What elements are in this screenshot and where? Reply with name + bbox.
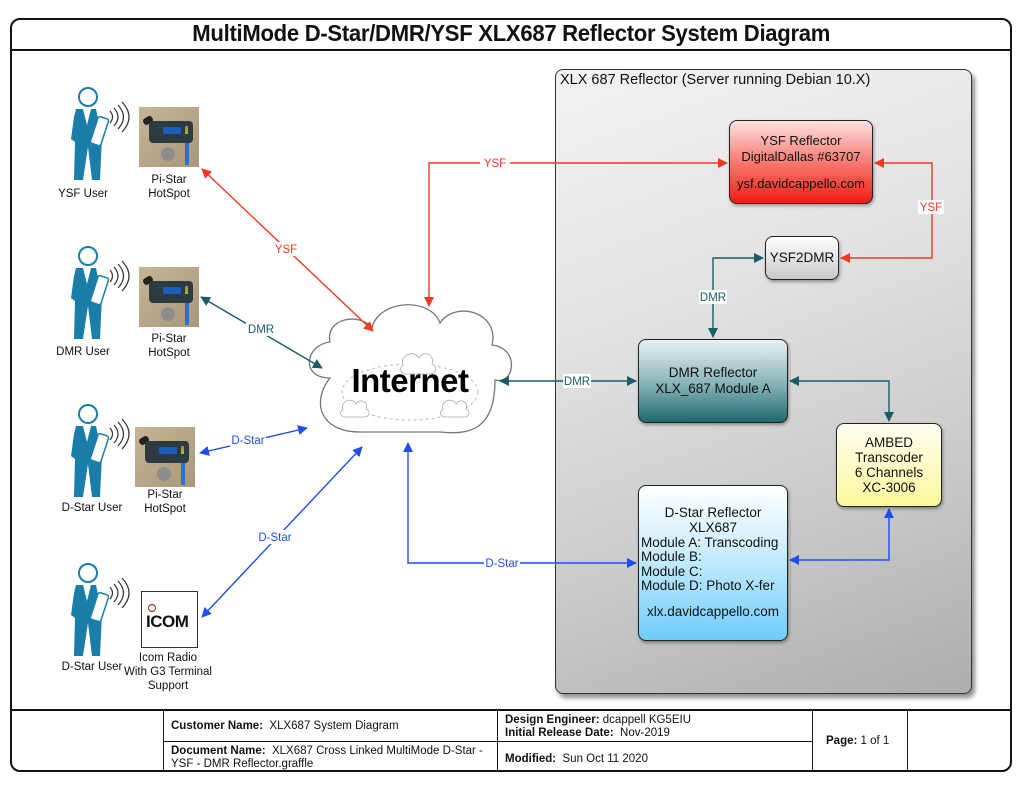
dmr-reflector-node[interactable]: DMR Reflector XLX_687 Module A	[638, 339, 788, 423]
dstar-reflector-node[interactable]: D-Star Reflector XLX687 Module A: Transc…	[638, 485, 788, 641]
ysf-reflector-title: YSF Reflector	[760, 132, 842, 148]
user-label: D-Star User	[61, 502, 123, 514]
ambed-transcoder-node[interactable]: AMBED Transcoder 6 Channels XC-3006	[836, 423, 942, 507]
user-label: DMR User	[56, 346, 110, 358]
modified-field: Modified: Sun Oct 11 2020	[505, 753, 648, 765]
design-engineer-field: Design Engineer: dcappell KG5EIU	[505, 714, 691, 726]
title-block: Customer Name: XLX687 System Diagram Doc…	[10, 709, 1012, 772]
link-label-ysf-ysf2dmr: YSF	[920, 202, 942, 214]
dstar-reflector-id: XLX687	[688, 520, 738, 536]
ambed-line: 6 Channels	[854, 465, 924, 480]
hotspot-icon	[139, 267, 199, 327]
dstar-reflector-url: xlx.davidcappello.com	[646, 603, 780, 619]
dmr-reflector-title: DMR Reflector	[668, 365, 758, 380]
link-label-bg	[918, 200, 944, 214]
link-internet-dstar-reflector	[403, 442, 637, 568]
person-with-radio-icon	[71, 404, 130, 497]
ambed-line: Transcoder	[855, 450, 923, 465]
link-label-bg	[699, 290, 727, 304]
ysf-reflector-id: DigitalDallas #63707	[741, 148, 861, 164]
user-label: D-Star User	[61, 661, 123, 673]
title-bar: MultiMode D-Star/DMR/YSF XLX687 Reflecto…	[10, 18, 1012, 51]
dstar-reflector-title: D-Star Reflector	[664, 505, 762, 521]
link-label-bg	[230, 433, 266, 447]
page-title: MultiMode D-Star/DMR/YSF XLX687 Reflecto…	[192, 20, 830, 46]
link-label-bg	[257, 530, 293, 544]
link-label-ysf-hotspot: YSF	[275, 244, 297, 256]
link-label-icom: D-Star	[258, 532, 291, 544]
icom-logo-icon: ICOM	[141, 591, 198, 648]
person-with-radio-icon	[71, 87, 130, 180]
dstar-module-d: Module D: Photo X-fer	[641, 578, 775, 594]
document-name-field: Document Name: XLX687 Cross Linked Multi…	[171, 745, 483, 770]
ysf2dmr-label: YSF2DMR	[769, 250, 835, 265]
link-label-dstar-hotspot: D-Star	[231, 435, 264, 447]
ysf2dmr-node[interactable]: YSF2DMR	[765, 236, 839, 280]
drawing-frame	[10, 18, 1012, 772]
dstar-module-b: Module B:	[641, 549, 702, 565]
hotspot-icon	[135, 427, 195, 487]
person-with-radio-icon	[71, 246, 130, 339]
initial-release-field: Initial Release Date: Nov-2019	[505, 727, 670, 739]
internet-label: Internet	[351, 362, 469, 399]
link-dmr-reflector-ambed	[789, 376, 894, 422]
user-label: YSF User	[58, 188, 108, 200]
link-dstar-reflector-ambed	[789, 508, 894, 565]
link-internet-ysf-reflector	[424, 158, 728, 307]
link-label-internet-ysf: YSF	[484, 158, 506, 170]
link-label-internet-dstar: D-Star	[485, 558, 518, 570]
link-label-dmr-hotspot: DMR	[248, 324, 274, 336]
hotspot-icon	[139, 107, 199, 167]
link-label-bg	[484, 556, 520, 570]
link-label-bg	[563, 374, 591, 388]
ambed-line: AMBED	[864, 435, 913, 450]
link-label-internet-dmr: DMR	[564, 376, 590, 388]
ambed-line: XC-3006	[862, 480, 916, 495]
server-label: XLX 687 Reflector (Server running Debian…	[560, 72, 871, 88]
link-label-ysf2dmr-dmr: DMR	[700, 292, 726, 304]
ysf-reflector-node[interactable]: YSF Reflector DigitalDallas #63707 ysf.d…	[729, 120, 873, 204]
link-label-bg	[246, 322, 276, 336]
ysf-reflector-url: ysf.davidcappello.com	[737, 175, 865, 191]
person-with-radio-icon	[71, 563, 130, 656]
dstar-module-c: Module C:	[641, 563, 703, 579]
link-label-bg	[273, 242, 299, 256]
link-label-bg	[480, 156, 510, 170]
link-ysf2dmr-dmr-reflector	[708, 253, 764, 338]
dmr-reflector-module: XLX_687 Module A	[655, 381, 771, 396]
page-field: Page: 1 of 1	[826, 735, 890, 747]
dstar-module-a: Module A: Transcoding	[641, 534, 779, 550]
customer-name-field: Customer Name: XLX687 System Diagram	[171, 720, 399, 732]
